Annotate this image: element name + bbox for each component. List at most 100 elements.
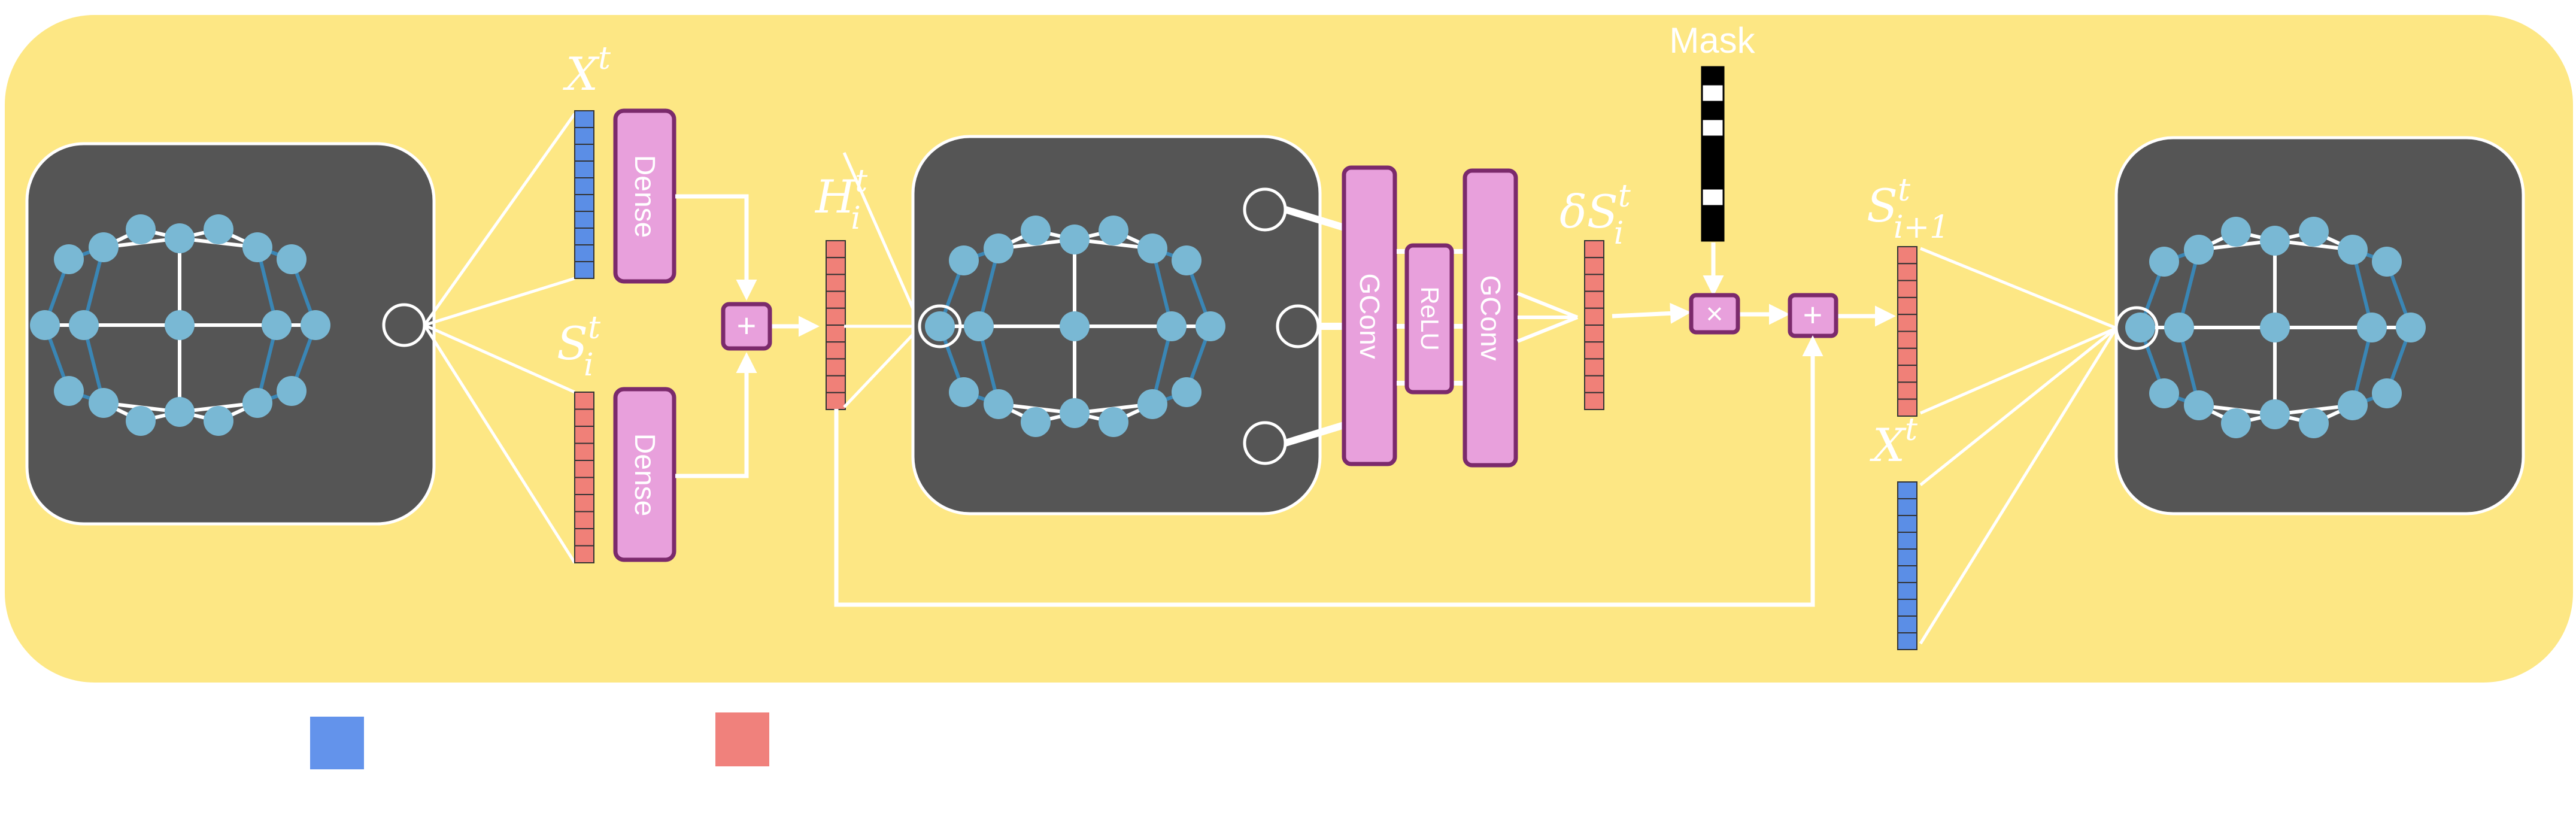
h-i-t-cell: [826, 290, 846, 309]
s-i-t-cell: [574, 460, 594, 478]
gconv-2-label: GConv: [1475, 275, 1506, 360]
dense-bottom-label: Dense: [629, 433, 660, 517]
input-mesh: [25, 142, 436, 526]
s-next-vector: [1897, 246, 1917, 417]
gconv-to-delta-lines: [1516, 292, 1579, 343]
delta-s-cell: [1584, 358, 1604, 377]
delta-s-cell: [1584, 307, 1604, 326]
sum-operator-1: +: [721, 302, 772, 351]
x-t-output-cell: [1897, 632, 1917, 650]
s-next-cell: [1897, 398, 1917, 417]
gconv-1-block: GConv: [1342, 165, 1397, 466]
x-t-output-cell: [1897, 481, 1917, 499]
x-t-output-cell: [1897, 532, 1917, 550]
legend-blue-swatch: [310, 717, 364, 769]
x-t-input-cell: [574, 110, 594, 128]
s-i-t-cell: [574, 477, 594, 495]
x-t-input-cell: [574, 177, 594, 195]
s-i-t-cell: [574, 408, 594, 427]
x-t-output-cell: [1897, 582, 1917, 600]
x-t-output-cell: [1897, 615, 1917, 633]
mask-cell: [1701, 118, 1725, 138]
mask-vector: [1701, 66, 1725, 242]
sum-operator-1-symbol: +: [737, 307, 757, 344]
mask-cell: [1701, 187, 1725, 207]
gconv-2-block: GConv: [1463, 168, 1518, 468]
s-i-t-cell: [574, 392, 594, 410]
s-next-cell: [1897, 347, 1917, 366]
x-t-input-cell: [574, 261, 594, 279]
delta-s-cell: [1584, 341, 1604, 360]
x-t-output-cell: [1897, 548, 1917, 566]
delta-s-cell: [1584, 257, 1604, 275]
dense-to-plus-arrows: [675, 194, 820, 478]
h-i-t-cell: [826, 257, 846, 275]
input-fan-lines: [423, 113, 577, 564]
delta-s-cell: [1584, 240, 1604, 259]
relu-block: ReLU: [1404, 243, 1454, 395]
s-i-t-cell: [574, 511, 594, 529]
skip-connection: [834, 335, 1823, 607]
s-next-cell: [1897, 365, 1917, 383]
x-t-output-cell: [1897, 498, 1917, 516]
s-i-t-cell: [574, 426, 594, 444]
output-fan-lines: [1919, 247, 2118, 645]
h-i-t-cell: [826, 274, 846, 292]
mask-cell: [1701, 135, 1725, 155]
mask-cell: [1701, 101, 1725, 120]
dense-top-block: Dense: [613, 108, 676, 284]
mask-cell: [1701, 222, 1725, 242]
s-i-t-cell: [574, 494, 594, 512]
sum-operator-2: +: [1788, 293, 1838, 338]
mask-flow-arrows: [1612, 242, 1896, 327]
h-i-t-cell: [826, 375, 846, 393]
s-next-cell: [1897, 330, 1917, 349]
delta-s-cell: [1584, 324, 1604, 343]
x-t-output-label: Xt: [1870, 412, 1917, 472]
x-t-input-cell: [574, 228, 594, 245]
mask-cell: [1701, 205, 1725, 225]
x-t-input-cell: [574, 211, 594, 229]
s-next-cell: [1897, 246, 1917, 265]
h-i-t-cell: [826, 358, 846, 377]
middle-mesh: [911, 135, 1322, 515]
x-t-output-vector: [1897, 481, 1917, 650]
s-next-cell: [1897, 296, 1917, 316]
relu-label: ReLU: [1416, 286, 1444, 350]
h-i-t-vector: [826, 240, 846, 410]
multiply-operator: ×: [1689, 293, 1740, 335]
h-fan-lines: [842, 151, 923, 408]
mask-cell: [1701, 170, 1725, 190]
delta-s-cell: [1584, 274, 1604, 292]
delta-s-cell: [1584, 375, 1604, 393]
gconv-1-label: GConv: [1354, 273, 1385, 359]
delta-s-cell: [1584, 392, 1604, 410]
delta-s-cell: [1584, 290, 1604, 309]
h-i-t-cell: [826, 307, 846, 326]
mask-cell: [1701, 153, 1725, 172]
x-t-input-cell: [574, 127, 594, 145]
x-t-input-cell: [574, 160, 594, 178]
x-t-input-cell: [574, 244, 594, 262]
h-i-t-cell: [826, 392, 846, 410]
x-t-output-cell: [1897, 565, 1917, 583]
h-i-t-cell: [826, 324, 846, 343]
dense-top-label: Dense: [629, 155, 660, 238]
x-t-input-cell: [574, 144, 594, 162]
h-i-t-cell: [826, 341, 846, 360]
s-i-t-cell: [574, 442, 594, 461]
x-t-output-cell: [1897, 515, 1917, 533]
mask-cell: [1701, 83, 1725, 103]
s-i-t-cell: [574, 545, 594, 563]
s-i-t-vector: [574, 392, 594, 563]
x-t-input-cell: [574, 194, 594, 212]
legend-red-swatch: [715, 712, 769, 766]
dense-bottom-block: Dense: [613, 387, 676, 562]
s-next-cell: [1897, 314, 1917, 332]
s-next-cell: [1897, 280, 1917, 298]
s-next-cell: [1897, 263, 1917, 281]
